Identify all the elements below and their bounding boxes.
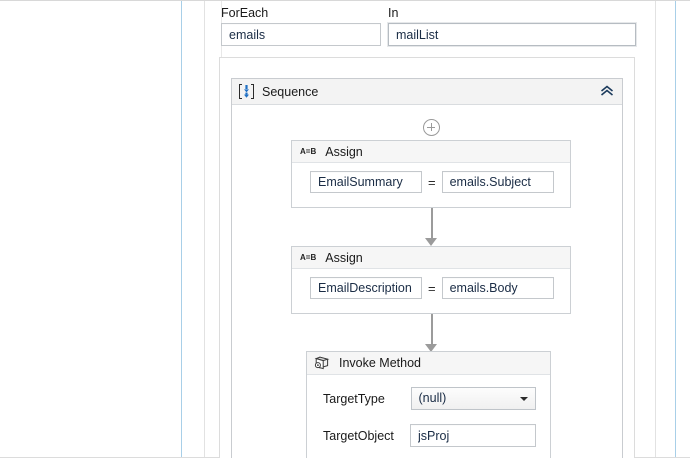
a-equals-b-icon: A=B: [300, 146, 317, 156]
assign-to-input-1[interactable]: [310, 171, 422, 193]
panel-guide-line-right-blue: [675, 1, 676, 457]
assign-title-1: Assign: [325, 144, 363, 159]
cube-method-icon: [314, 356, 330, 371]
property-row-targettype: TargetType (null): [323, 387, 536, 410]
assign-header-1[interactable]: A=B Assign: [292, 141, 570, 163]
assign-activity-2[interactable]: A=B Assign =: [291, 246, 571, 314]
assign-operator-1: =: [428, 174, 436, 190]
foreach-input[interactable]: [221, 23, 381, 46]
sequence-bracket-icon: [239, 84, 254, 99]
assign-value-input-2[interactable]: [441, 277, 554, 299]
plus-circle-icon[interactable]: [423, 119, 440, 136]
in-field-group: In: [387, 6, 637, 47]
in-label: In: [388, 6, 399, 20]
in-input[interactable]: [387, 22, 637, 47]
assign-header-2[interactable]: A=B Assign: [292, 247, 570, 269]
assign-activity-1[interactable]: A=B Assign =: [291, 140, 571, 208]
invoke-method-header[interactable]: Invoke Method: [307, 352, 550, 375]
sequence-title: Sequence: [262, 84, 319, 99]
connector-arrow-2: [425, 314, 438, 352]
assign-operator-2: =: [428, 280, 436, 296]
invoke-method-body: TargetType (null) TargetObject: [307, 375, 550, 447]
targetobject-input[interactable]: [410, 424, 536, 447]
foreach-field-group: ForEach: [221, 6, 381, 46]
invoke-method-activity[interactable]: Invoke Method TargetType (null) TargetOb…: [306, 351, 551, 458]
connector-arrow-1: [425, 208, 438, 246]
panel-guide-line-left-blue: [181, 1, 182, 457]
sequence-arrow-glyph: [244, 85, 249, 98]
targetobject-label: TargetObject: [323, 428, 394, 443]
assign-value-input-1[interactable]: [441, 171, 554, 193]
assign-body-2: =: [292, 269, 570, 309]
targettype-label: TargetType: [323, 391, 385, 406]
panel-divider-right: [655, 1, 656, 457]
caret-down-icon[interactable]: [520, 397, 528, 401]
a-equals-b-icon: A=B: [300, 252, 317, 262]
property-row-targetobject: TargetObject: [323, 424, 536, 447]
assign-body-1: =: [292, 163, 570, 203]
window-top-border: [0, 0, 690, 1]
assign-to-input-2[interactable]: [310, 277, 422, 299]
targettype-value: (null): [418, 391, 447, 405]
assign-title-2: Assign: [325, 250, 363, 265]
invoke-method-title: Invoke Method: [339, 356, 421, 370]
sequence-header[interactable]: Sequence: [232, 79, 622, 105]
targettype-combobox[interactable]: (null): [410, 387, 536, 410]
chevron-double-up-icon[interactable]: [599, 83, 615, 99]
foreach-label: ForEach: [221, 6, 269, 20]
panel-divider-left: [204, 1, 205, 457]
